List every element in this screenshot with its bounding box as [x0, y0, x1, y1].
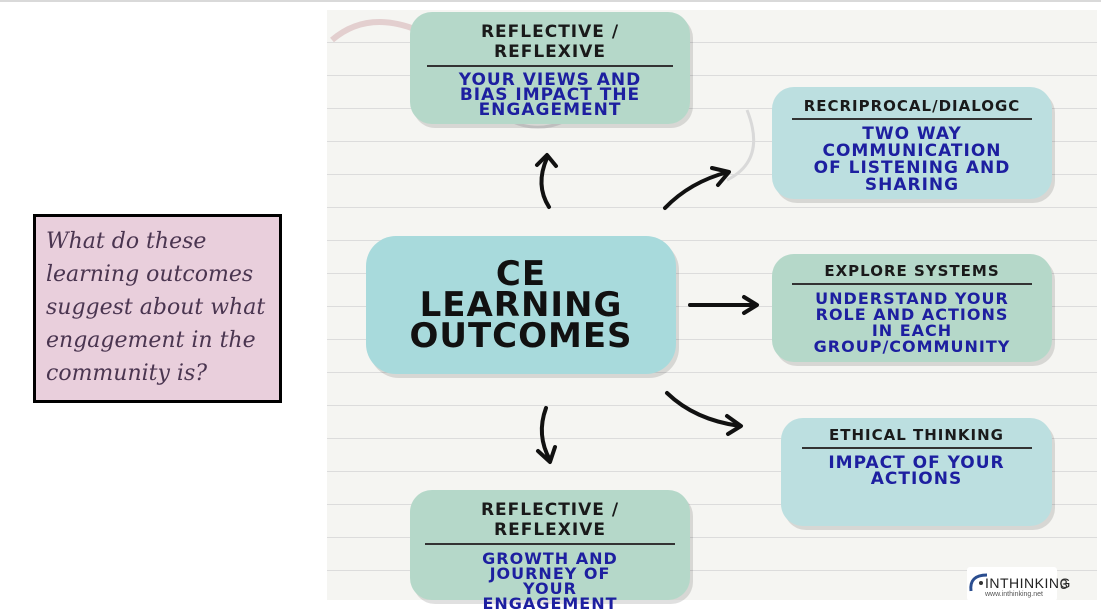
card-body: TWO WAY COMMUNICATION OF LISTENING AND S…	[772, 126, 1052, 194]
page-number: 3	[1060, 576, 1068, 592]
question-text: What do these learning outcomes suggest …	[46, 225, 269, 390]
question-line: engagement in the	[46, 328, 256, 353]
logo-swoosh-icon	[969, 573, 988, 592]
card-body: YOUR VIEWS AND BIAS IMPACT THE ENGAGEMEN…	[410, 70, 690, 120]
card-ethical-thinking: ETHICAL THINKING IMPACT OF YOUR ACTIONS	[781, 418, 1052, 526]
inthinking-logo: INTHINKING www.inthinking.net	[967, 567, 1070, 601]
card-body-line: YOUR VIEWS AND	[458, 70, 642, 90]
logo-url: www.inthinking.net	[985, 591, 1043, 598]
card-title: EXPLORE SYSTEMS	[792, 262, 1032, 285]
card-body-line: JOURNEY OF	[489, 564, 611, 583]
question-line: suggest about what	[46, 295, 266, 320]
card-body-line: ROLE AND ACTIONS	[815, 305, 1009, 324]
card-body-line: BIAS IMPACT THE	[459, 85, 641, 105]
card-title: REFLECTIVE / REFLEXIVE	[425, 500, 675, 545]
card-body-line: TWO WAY	[862, 124, 962, 144]
card-body-line: IN EACH	[871, 321, 953, 340]
card-body-line: IMPACT OF YOUR	[828, 453, 1005, 473]
question-line: community is?	[46, 361, 208, 386]
card-body-line: GROUP/COMMUNITY	[813, 337, 1011, 356]
center-title-line: OUTCOMES	[409, 315, 633, 356]
card-body: IMPACT OF YOUR ACTIONS	[781, 453, 1052, 489]
card-reciprocal: RECRIPROCAL/DIALOGC TWO WAY COMMUNICATIO…	[772, 87, 1052, 199]
card-body-line: ACTIONS	[870, 469, 963, 489]
card-body-line: UNDERSTAND YOUR	[815, 289, 1009, 308]
card-body-line: COMMUNICATION	[822, 141, 1002, 161]
logo-name: INTHINKING	[985, 575, 1071, 591]
card-body-line: OF LISTENING AND	[813, 158, 1011, 178]
card-title: ETHICAL THINKING	[801, 426, 1032, 449]
center-title-line: LEARNING	[419, 284, 623, 325]
center-title-line: CE	[495, 253, 547, 294]
slide-top-border	[0, 0, 1101, 2]
card-title: RECRIPROCAL/DIALOGC	[792, 97, 1032, 120]
center-card: CE LEARNING OUTCOMES	[366, 236, 676, 374]
card-body-line: SHARING	[864, 175, 960, 195]
center-title: CE LEARNING OUTCOMES	[401, 253, 641, 356]
card-body-line: YOUR	[523, 579, 577, 598]
card-body-line: ENGAGEMENT	[482, 594, 618, 613]
card-body: UNDERSTAND YOUR ROLE AND ACTIONS IN EACH…	[772, 291, 1052, 355]
card-explore-systems: EXPLORE SYSTEMS UNDERSTAND YOUR ROLE AND…	[772, 254, 1052, 362]
card-body-line: GROWTH AND	[482, 549, 618, 568]
card-title: REFLECTIVE / REFLEXIVE	[427, 22, 673, 67]
card-body-line: ENGAGEMENT	[478, 100, 622, 120]
card-body: GROWTH AND JOURNEY OF YOUR ENGAGEMENT	[410, 549, 690, 613]
question-line: What do these	[46, 229, 207, 254]
question-line: learning outcomes	[46, 262, 254, 287]
card-reflective-top: REFLECTIVE / REFLEXIVE YOUR VIEWS AND BI…	[410, 12, 690, 124]
card-reflective-bottom: REFLECTIVE / REFLEXIVE GROWTH AND JOURNE…	[410, 490, 690, 612]
question-box: What do these learning outcomes suggest …	[33, 214, 282, 403]
